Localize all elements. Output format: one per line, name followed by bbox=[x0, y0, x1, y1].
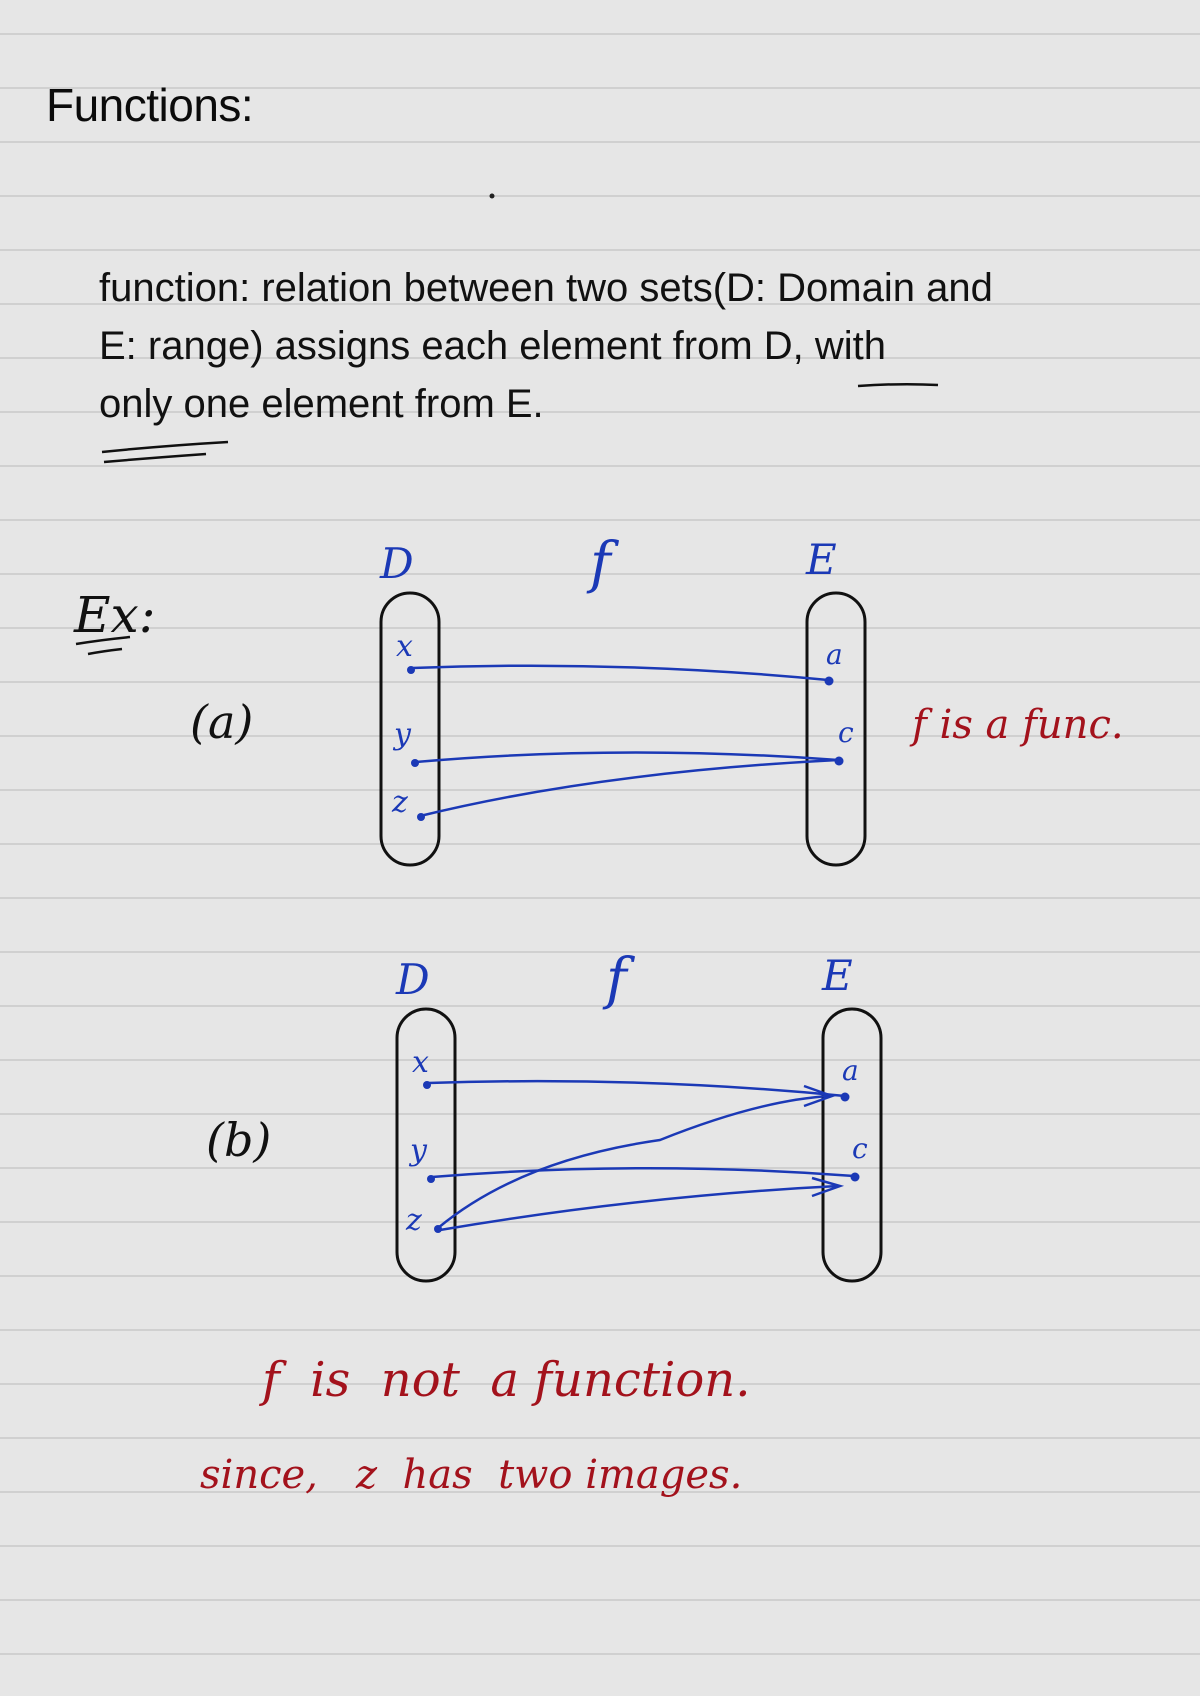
part-b-range-oval bbox=[821, 1007, 883, 1283]
part-b-element-y: y bbox=[408, 1133, 428, 1168]
example-underline-2 bbox=[87, 647, 123, 656]
definition-line-3: only one element from E. bbox=[99, 382, 544, 426]
part-b-domain-label: D bbox=[395, 955, 430, 1004]
part-b-range-label: E bbox=[821, 951, 853, 1000]
part-a-arrow-y-c bbox=[415, 751, 839, 764]
part-a-element-z: z bbox=[391, 785, 408, 820]
part-b-arrowhead-c bbox=[811, 1176, 845, 1198]
part-b-domain-oval bbox=[395, 1007, 457, 1283]
part-b-dot-x bbox=[423, 1081, 431, 1089]
part-b-dot-y bbox=[427, 1175, 435, 1183]
definition-line-1: function: relation between two sets(D: D… bbox=[99, 266, 993, 310]
part-a-dot-y bbox=[411, 759, 419, 767]
part-a-dot-x bbox=[407, 666, 415, 674]
part-b-note-line-2: since, z has two images. bbox=[200, 1452, 742, 1498]
part-a-element-y: y bbox=[392, 717, 412, 752]
example-underline-1 bbox=[75, 635, 131, 646]
part-a-domain-label: D bbox=[379, 539, 414, 588]
part-a-range-label: E bbox=[805, 535, 837, 584]
part-a-dot-c bbox=[834, 756, 844, 766]
part-b-func-label: f bbox=[602, 947, 636, 1012]
part-b-dot-z bbox=[434, 1225, 442, 1233]
example-label: Ex: bbox=[73, 586, 156, 644]
definition-text: function: relation between two sets(D: D… bbox=[99, 259, 1099, 433]
part-b-mappings bbox=[427, 1079, 855, 1232]
part-a-element-c: c bbox=[838, 716, 854, 749]
part-b-element-a: a bbox=[842, 1054, 859, 1087]
part-b-label: (b) bbox=[206, 1113, 271, 1167]
part-b-element-c: c bbox=[852, 1132, 868, 1165]
part-a-element-a: a bbox=[826, 638, 843, 671]
part-a-arrow-x-a bbox=[411, 664, 829, 682]
part-b-dot-c bbox=[850, 1172, 860, 1182]
part-b-element-z: z bbox=[405, 1203, 422, 1238]
definition-line-2: E: range) assigns each element from D, w… bbox=[99, 324, 887, 368]
part-a-mappings bbox=[411, 664, 839, 818]
stray-dot bbox=[489, 193, 495, 199]
part-b-arrow-z-c bbox=[439, 1184, 839, 1232]
part-a-element-x: x bbox=[396, 629, 413, 664]
part-a-points bbox=[407, 666, 844, 821]
part-b-arrow-x-a bbox=[427, 1079, 846, 1098]
underline-with bbox=[857, 382, 939, 388]
part-a-range-oval bbox=[805, 591, 867, 867]
part-a-func-label: f bbox=[586, 531, 620, 596]
part-b-dot-a bbox=[840, 1092, 850, 1102]
part-a-label: (a) bbox=[190, 695, 253, 749]
part-a-note: f is a func. bbox=[909, 702, 1124, 748]
part-b-note-line-1: f is not a function. bbox=[259, 1352, 750, 1408]
part-a-dot-z bbox=[417, 813, 425, 821]
part-a-domain-oval bbox=[379, 591, 441, 867]
part-b-element-x: x bbox=[412, 1045, 429, 1080]
page-title: Functions: bbox=[46, 79, 254, 131]
part-b-arrowhead-a bbox=[803, 1084, 836, 1108]
part-b-arrow-z-a bbox=[437, 1094, 831, 1229]
part-b-arrow-y-c bbox=[431, 1166, 855, 1179]
part-a-arrow-z-c bbox=[419, 758, 839, 818]
part-b-points bbox=[423, 1081, 860, 1233]
underline-only-one-2 bbox=[103, 452, 207, 464]
part-a-dot-a bbox=[824, 676, 834, 686]
underline-only-one-1 bbox=[101, 440, 229, 454]
